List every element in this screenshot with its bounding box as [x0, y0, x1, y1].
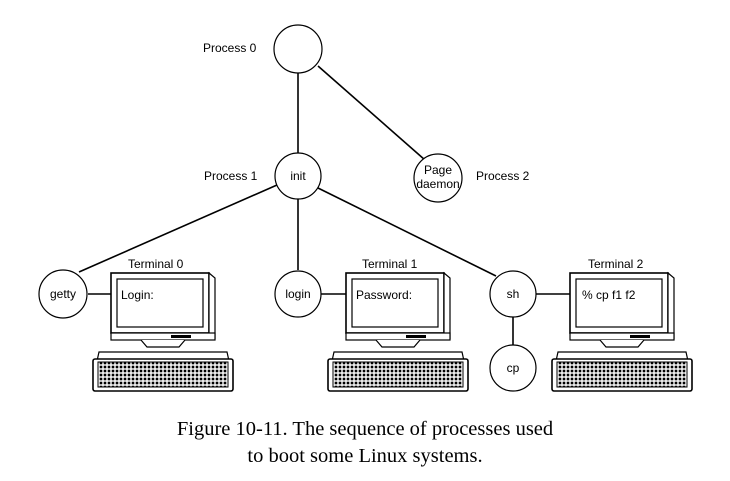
terminal-1-screen-text: Password:	[356, 288, 412, 302]
terminal-2-title: Terminal 2	[588, 257, 644, 271]
terminal-1-title: Terminal 1	[362, 257, 418, 271]
edge-init-getty	[78, 184, 278, 273]
terminal-0-screen-text: Login:	[121, 288, 154, 302]
cp-name: cp	[507, 361, 520, 375]
process-1-label: Process 1	[204, 169, 258, 183]
edge-init-sh	[317, 187, 497, 277]
page-daemon-name-line1: Page	[424, 163, 452, 177]
sh-circle	[489, 270, 537, 318]
node-sh: sh	[489, 270, 537, 318]
getty-circle	[38, 269, 88, 319]
sh-name: sh	[507, 287, 520, 301]
tree-edges	[78, 65, 570, 346]
figure-caption-line-1: Figure 10-11. The sequence of processes …	[176, 418, 554, 440]
node-cp: cp	[489, 344, 537, 392]
page-daemon-circle	[413, 153, 463, 203]
node-process-0	[273, 24, 323, 74]
cp-circle	[489, 344, 537, 392]
node-getty: getty	[38, 269, 88, 319]
process-2-label: Process 2	[476, 169, 530, 183]
getty-name: getty	[50, 287, 76, 301]
init-name: init	[290, 169, 306, 183]
node-init: init	[274, 152, 322, 200]
terminal-2: Terminal 2 % cp f1 f2	[551, 257, 693, 392]
node-login: login	[274, 270, 322, 318]
process-0-label: Process 0	[203, 41, 257, 55]
terminal-1: Terminal 1 Password:	[327, 257, 469, 392]
init-circle	[274, 152, 322, 200]
login-circle	[274, 270, 322, 318]
figure-caption-line-2: to boot some Linux systems.	[247, 445, 483, 467]
terminal-0: Terminal 0 Login:	[92, 257, 234, 392]
terminal-0-illustration	[92, 272, 234, 392]
login-name: login	[285, 287, 310, 301]
process-0-circle	[273, 24, 323, 74]
terminal-2-screen-text: % cp f1 f2	[582, 288, 636, 302]
node-page-daemon: Page daemon	[413, 153, 463, 203]
edge-p0-page-daemon	[317, 65, 426, 161]
page-daemon-name-line2: daemon	[416, 177, 459, 191]
terminal-0-title: Terminal 0	[128, 257, 184, 271]
